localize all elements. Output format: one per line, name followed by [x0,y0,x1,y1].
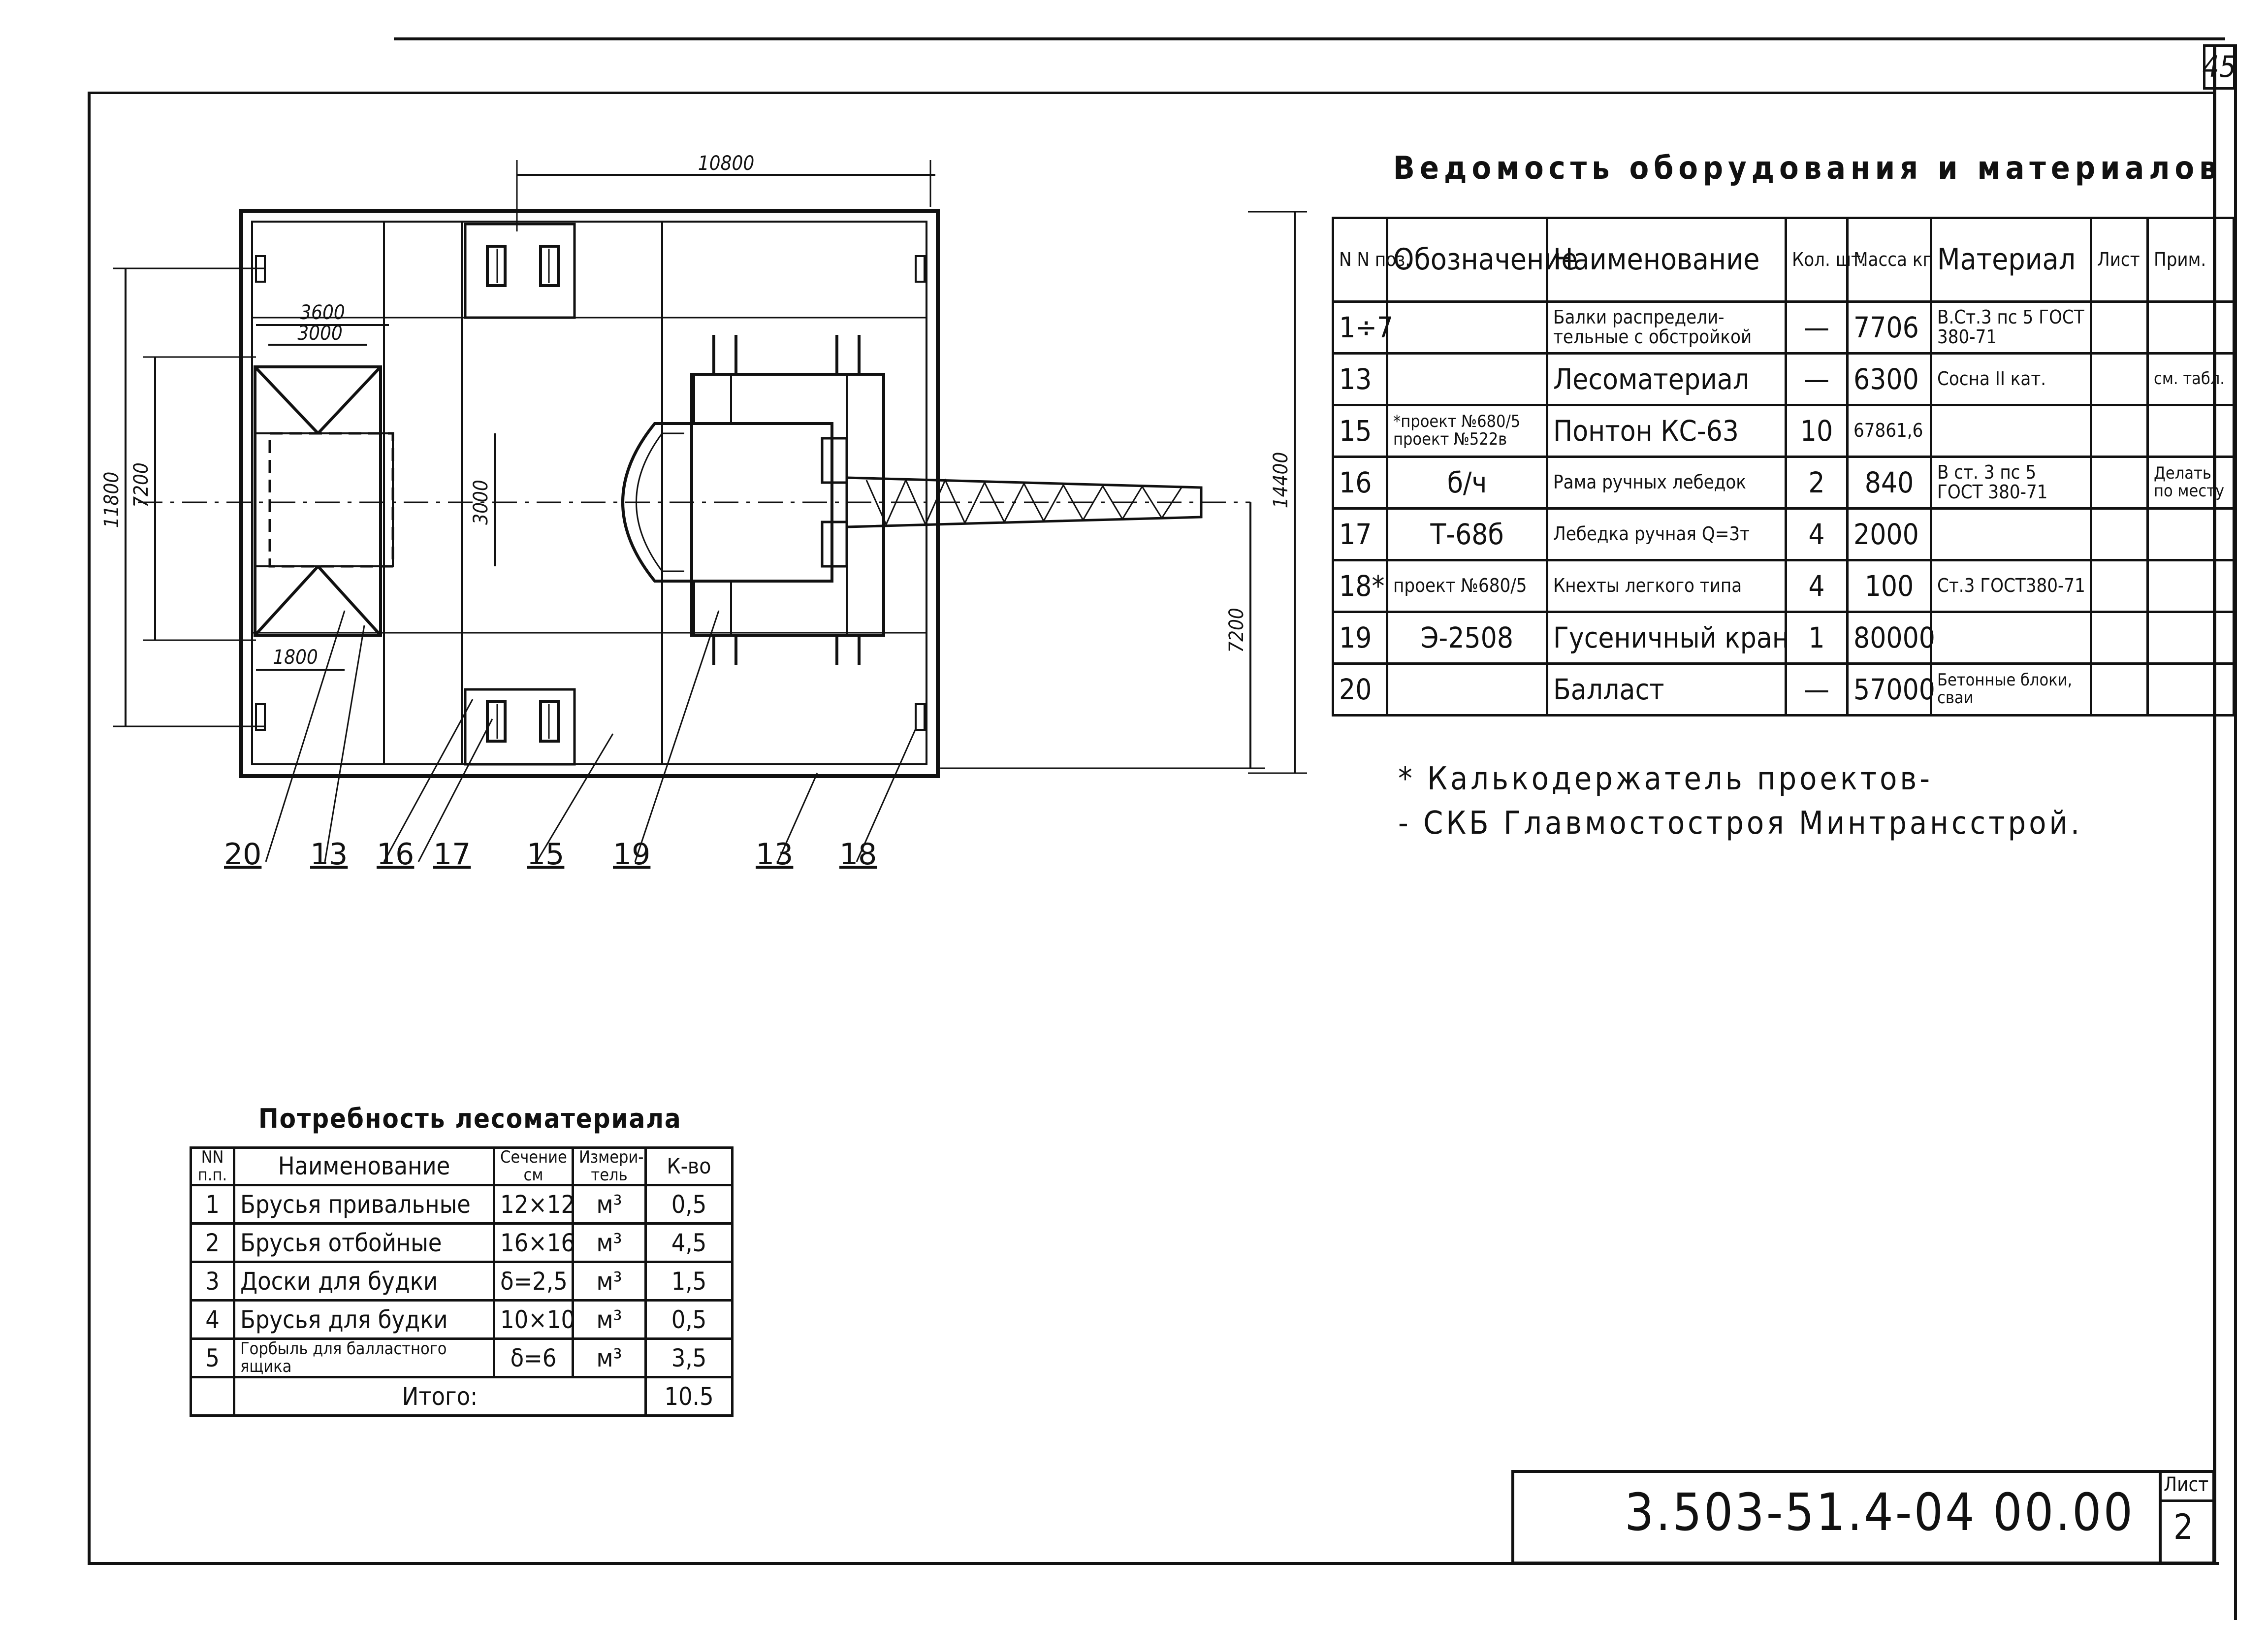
sheet-number-box [2159,1470,2215,1564]
timber-table: NN п.п. Наименование Сечение см Измери-т… [190,1146,734,1417]
dim-7200-left: 7200 [130,462,153,508]
col-mass: Масса кг [1846,217,1932,303]
stamp-box [1511,1470,2215,1564]
callout-13b: 13 [756,837,793,872]
tcol-section: Сечение см [493,1146,574,1187]
callout-20: 20 [224,837,261,872]
callout-15: 15 [527,837,564,872]
table-row: 13 Лесоматериал — 6300 Сосна II кат. см.… [1332,352,2235,406]
footnote-line-2: - СКБ Главмостостроя Минтрансстрой. [1398,805,2083,842]
table-row: 4 Брусья для будки 10×10 м³ 0,5 [190,1299,734,1340]
table-row: 16 б/ч Рама ручных лебедок 2 840 В ст. 3… [1332,456,2235,510]
equipment-title: Ведомость оборудования и материалов [1393,150,2222,187]
col-sheet: Лист [2090,217,2149,303]
timber-total-row: Итого: 10.5 [190,1376,734,1417]
table-row: 1 Брусья привальные 12×12 м³ 0,5 [190,1184,734,1225]
frame-right-line [2213,47,2216,1565]
dim-1800: 1800 [273,646,318,669]
table-row: 18* проект №680/5 Кнехты легкого типа 4 … [1332,559,2235,613]
callout-13: 13 [310,837,348,872]
table-row: 3 Доски для будки δ=2,5 м³ 1,5 [190,1261,734,1302]
table-row: 20 Балласт — 57000 Бетонные блоки, сваи [1332,662,2235,717]
barge-outline [239,209,940,778]
frame-outer-right-line [2234,44,2237,1620]
sheet-label: Лист [2164,1473,2209,1496]
table-row: 19 Э-2508 Гусеничный кран 1 80000 [1332,611,2235,665]
timber-total-label: Итого: [233,1376,647,1417]
document-code: 3.503-51.4-04 00.00 [1625,1482,2135,1542]
table-row: 1÷7 Балки распредели-тельные с обстройко… [1332,300,2235,355]
page-number: 45 [2202,50,2236,84]
ballast-box [254,365,382,637]
dim-11800: 11800 [100,472,123,528]
table-row: 17 Т-68б Лебедка ручная Q=3т 4 2000 [1332,507,2235,561]
timber-total-value: 10.5 [644,1376,734,1417]
callout-19: 19 [613,837,650,872]
tcol-num: NN п.п. [190,1146,235,1187]
dim-14400: 14400 [1270,452,1292,508]
crane-boom [845,476,1203,528]
table-row: 15 *проект №680/5 проект №522в Понтон КС… [1332,404,2235,458]
col-qty: Кол. шт. [1785,217,1866,303]
col-num: N N поз. [1332,217,1410,303]
col-designation: Обозначение [1386,217,1578,303]
footnote-line-1: * Калькодержатель проектов- [1398,761,1933,797]
callout-18: 18 [839,837,877,872]
col-material: Материал [1930,217,2092,303]
dim-7200-right: 7200 [1225,608,1248,653]
tcol-name: Наименование [233,1146,495,1187]
table-row: 2 Брусья отбойные 16×16 м³ 4,5 [190,1222,734,1264]
dim-3000-center: 3000 [470,480,492,525]
tcol-unit: Измери-тель [572,1146,647,1187]
frame-left-line [88,92,91,1564]
sheet-number-divider [2159,1499,2215,1502]
winch-frame-bottom [464,688,576,766]
page-number-box: 45 [2203,44,2236,90]
col-name: Наименование [1546,217,1787,303]
sheet-number: 2 [2173,1507,2194,1547]
tcol-qty: К-во [644,1146,734,1187]
frame-inner-top-line [89,92,2215,94]
table-row: 5 Горбыль для балластного ящика δ=6 м³ 3… [190,1337,734,1379]
callout-16: 16 [377,837,414,872]
frame-bottom-line [88,1562,2219,1565]
dim-3000: 3000 [297,322,343,345]
dim-3600: 3600 [300,301,345,324]
dim-top-width: 10800 [698,152,754,175]
equipment-table: N N поз. Обозначение Наименование Кол. ш… [1332,217,2235,717]
timber-title: Потребность лесоматериала [258,1103,682,1134]
col-note: Прим. [2146,217,2235,303]
winch-frame-top [464,223,576,319]
plan-drawing: 10800 3600 3000 1800 11800 7200 3000 144… [100,152,1307,872]
frame-top-line [394,37,2225,40]
callout-17: 17 [433,837,471,872]
